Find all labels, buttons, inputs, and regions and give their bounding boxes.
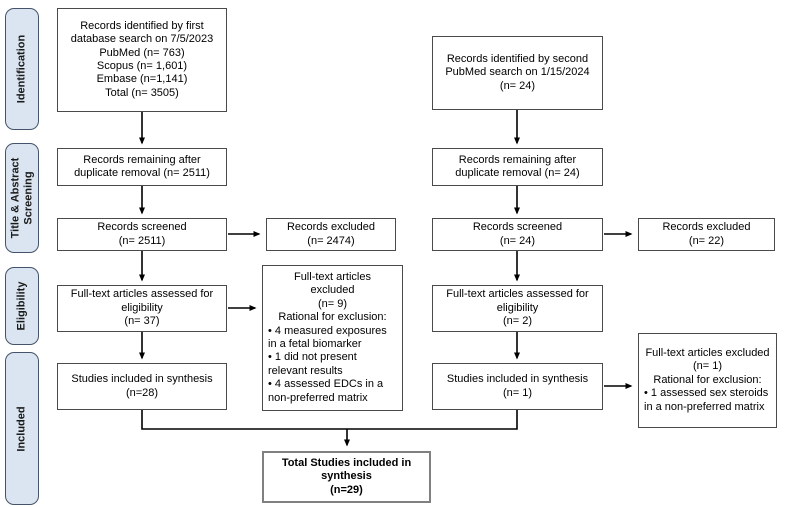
box-fulltext-assessed-second: Full-text articles assessed for eligibil…: [432, 285, 603, 332]
box-records-screened-first: Records screened (n= 2511): [57, 218, 227, 251]
box-total-studies-included: Total Studies included in synthesis (n=2…: [262, 451, 431, 503]
stage-included-label: Included: [15, 405, 28, 452]
fulltext-excluded-first-bullets: • 4 measured exposures in a fetal biomar…: [268, 324, 387, 404]
box-studies-included-first: Studies included in synthesis (n=28): [57, 363, 227, 410]
stage-included: Included: [5, 352, 39, 505]
box-records-identified-second-search: Records identified by second PubMed sear…: [432, 36, 603, 110]
records-remaining-first-text: Records remaining after duplicate remova…: [74, 153, 210, 179]
studies-included-first-text: Studies included in synthesis (n=28): [71, 373, 213, 399]
fulltext-excluded-first-header: Full-text articles excluded (n= 9) Ratio…: [278, 270, 387, 324]
stage-title-abstract-screening-label: Title & Abstract Screening: [9, 157, 34, 239]
stage-eligibility-label: Eligibility: [15, 281, 28, 331]
stage-title-abstract-screening: Title & Abstract Screening: [5, 143, 39, 253]
fulltext-assessed-second-text: Full-text articles assessed for eligibil…: [446, 288, 589, 328]
fulltext-excluded-second-bullets: • 1 assessed sex steroids in a non-prefe…: [644, 387, 769, 413]
records-screened-second-text: Records screened (n= 24): [472, 221, 563, 247]
box-records-excluded-second: Records excluded (n= 22): [638, 218, 775, 251]
box-fulltext-excluded-first: Full-text articles excluded (n= 9) Ratio…: [262, 265, 403, 411]
box-fulltext-excluded-second: Full-text articles excluded (n= 1) Ratio…: [638, 333, 777, 428]
box-studies-included-second: Studies included in synthesis (n= 1): [432, 363, 603, 410]
fulltext-assessed-first-text: Full-text articles assessed for eligibil…: [70, 288, 214, 328]
box-records-remaining-second: Records remaining after duplicate remova…: [432, 148, 603, 186]
box-fulltext-assessed-first: Full-text articles assessed for eligibil…: [57, 285, 227, 332]
box-records-remaining-first: Records remaining after duplicate remova…: [57, 148, 227, 186]
box-records-excluded-first: Records excluded (n= 2474): [266, 218, 396, 251]
records-remaining-second-text: Records remaining after duplicate remova…: [455, 153, 580, 179]
box-records-screened-second: Records screened (n= 24): [432, 218, 603, 251]
stage-identification-label: Identification: [15, 34, 28, 104]
records-excluded-second-text: Records excluded (n= 22): [662, 221, 751, 247]
fulltext-excluded-second-header: Full-text articles excluded (n= 1) Ratio…: [645, 346, 770, 386]
records-screened-first-text: Records screened (n= 2511): [97, 221, 187, 247]
records-identified-first-text: Records identified by first database sea…: [70, 19, 214, 99]
box-records-identified-first-search: Records identified by first database sea…: [57, 8, 227, 112]
stage-eligibility: Eligibility: [5, 267, 39, 345]
records-excluded-first-text: Records excluded (n= 2474): [286, 221, 376, 247]
stage-identification: Identification: [5, 8, 39, 130]
records-identified-second-text: Records identified by second PubMed sear…: [445, 52, 590, 92]
studies-included-second-text: Studies included in synthesis (n= 1): [446, 373, 589, 399]
total-studies-included-text: Total Studies included in synthesis (n=2…: [281, 456, 412, 496]
